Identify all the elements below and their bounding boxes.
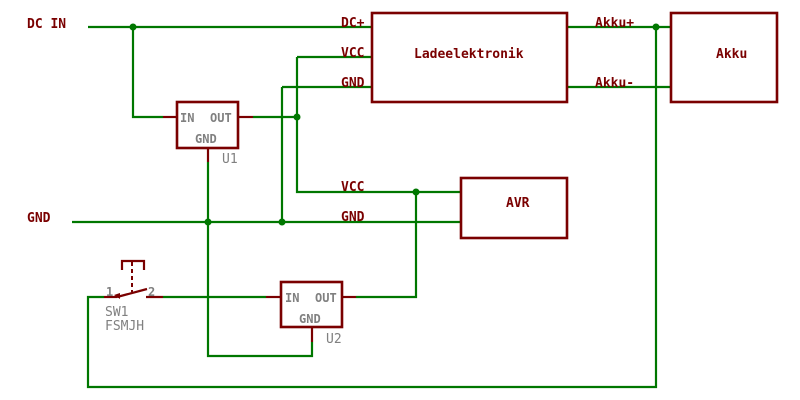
u1-ref: U1 bbox=[222, 152, 238, 167]
u1-pin-in: IN bbox=[180, 111, 194, 125]
u2-pin-in: IN bbox=[285, 291, 299, 305]
sw1-ref: SW1 bbox=[105, 305, 128, 320]
wire-dc-in-to-u1 bbox=[131, 27, 163, 119]
wire-sw1-loop bbox=[86, 27, 658, 389]
switch-contact-dot bbox=[114, 293, 120, 299]
component-sw1[interactable]: 1 2 SW1 FSMJH bbox=[104, 259, 163, 334]
sw1-pin-2: 2 bbox=[148, 285, 155, 299]
wire-vcc-vertical bbox=[295, 57, 460, 194]
avr-name: AVR bbox=[506, 196, 530, 211]
net-label-dc-in: DC IN bbox=[27, 17, 66, 32]
junctions bbox=[129, 23, 660, 226]
wires bbox=[72, 25, 671, 389]
pin-label-dc-plus: DC+ bbox=[341, 16, 365, 31]
junction-avr-vcc bbox=[412, 188, 420, 196]
u1-pin-out: OUT bbox=[210, 111, 232, 125]
u2-ref: U2 bbox=[326, 332, 342, 347]
wire-u2-out-to-avr bbox=[356, 192, 418, 299]
pin-label-gnd: GND bbox=[341, 76, 365, 91]
sw1-pin-1: 1 bbox=[106, 285, 113, 299]
component-u2[interactable]: IN OUT GND U2 bbox=[266, 280, 356, 347]
component-avr[interactable]: AVR VCC GND bbox=[341, 176, 569, 240]
switch-button-cap bbox=[120, 259, 146, 270]
component-ladeelektronik[interactable]: Ladeelektronik DC+ VCC GND Akku+ Akku- bbox=[341, 11, 634, 104]
junction-akku-plus bbox=[652, 23, 660, 31]
junction-vcc bbox=[293, 113, 301, 121]
pin-label-akku-minus: Akku- bbox=[595, 76, 634, 91]
akku-name: Akku bbox=[716, 47, 747, 62]
component-u1[interactable]: IN OUT GND U1 bbox=[163, 100, 253, 167]
junction-gnd-lade bbox=[278, 218, 286, 226]
avr-pin-label-gnd: GND bbox=[341, 210, 365, 225]
avr-pin-label-vcc: VCC bbox=[341, 180, 364, 195]
net-label-gnd: GND bbox=[27, 211, 51, 226]
sw1-value: FSMJH bbox=[105, 319, 144, 334]
pin-label-vcc: VCC bbox=[341, 46, 364, 61]
junction-dc-in bbox=[129, 23, 137, 31]
switch-lever bbox=[116, 287, 148, 299]
u1-pin-gnd: GND bbox=[195, 132, 217, 146]
component-akku[interactable]: Akku bbox=[669, 11, 779, 104]
junction-gnd-u1 bbox=[204, 218, 212, 226]
wire-u1-gnd bbox=[206, 162, 314, 358]
pin-label-akku-plus: Akku+ bbox=[595, 16, 634, 31]
u2-pin-gnd: GND bbox=[299, 312, 321, 326]
u2-pin-out: OUT bbox=[315, 291, 337, 305]
ladeelektronik-name: Ladeelektronik bbox=[414, 47, 524, 62]
